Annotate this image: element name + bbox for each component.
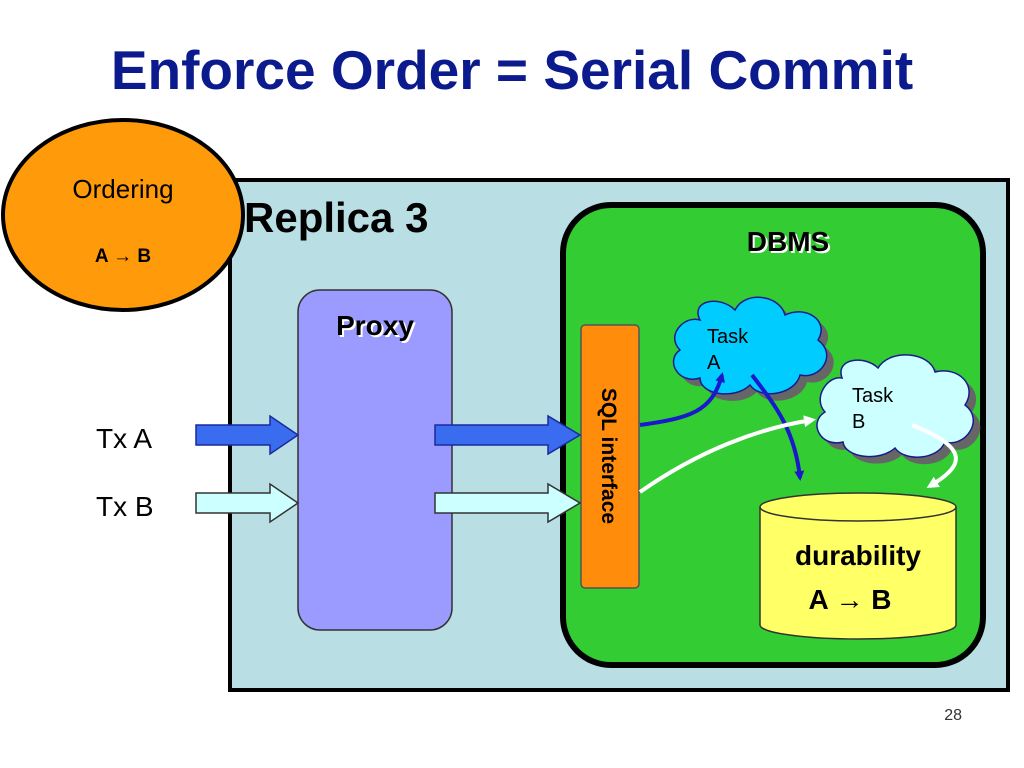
tx-b-arrow-to-sql xyxy=(434,482,582,524)
dbms-label: DBMS xyxy=(747,226,829,257)
task-b-label-line2: B xyxy=(852,411,865,433)
tx-a-arrow-to-sql xyxy=(434,414,582,456)
sql-interface-label: SQL interface xyxy=(597,388,620,524)
tx-a-label: Tx A xyxy=(96,423,152,454)
replica-label: Replica 3 xyxy=(244,194,428,241)
proxy-box xyxy=(297,289,453,631)
task-a-to-durability-arrow xyxy=(750,373,805,481)
durability-label: durability xyxy=(795,540,921,571)
proxy-label: Proxy xyxy=(336,310,414,341)
task-b-label-line1: Task xyxy=(852,385,894,407)
sql-to-task-a-arrow xyxy=(639,372,725,427)
durability-cylinder: durability A → B xyxy=(759,492,957,640)
task-a-label-line1: Task xyxy=(707,326,749,348)
slide-title: Enforce Order = Serial Commit xyxy=(110,39,914,101)
ordering-label: Ordering xyxy=(72,174,173,204)
tx-b-label: Tx B xyxy=(96,491,154,522)
ordering-sequence: A → B xyxy=(95,246,151,267)
sql-to-task-b-arrow xyxy=(638,415,816,494)
task-a-label-line2: A xyxy=(707,352,721,374)
durability-sequence: A → B xyxy=(809,584,892,615)
tx-a-arrow-into-proxy xyxy=(195,414,300,456)
task-b-to-durability-arrow xyxy=(911,423,958,489)
tx-b-arrow-into-proxy xyxy=(195,482,300,524)
sql-interface-bar xyxy=(580,324,640,589)
ordering-ellipse xyxy=(1,118,245,312)
dbms-label-shadow: DBMS xyxy=(749,228,831,259)
proxy-label-shadow: Proxy xyxy=(338,312,416,343)
page-number: 28 xyxy=(944,707,962,724)
